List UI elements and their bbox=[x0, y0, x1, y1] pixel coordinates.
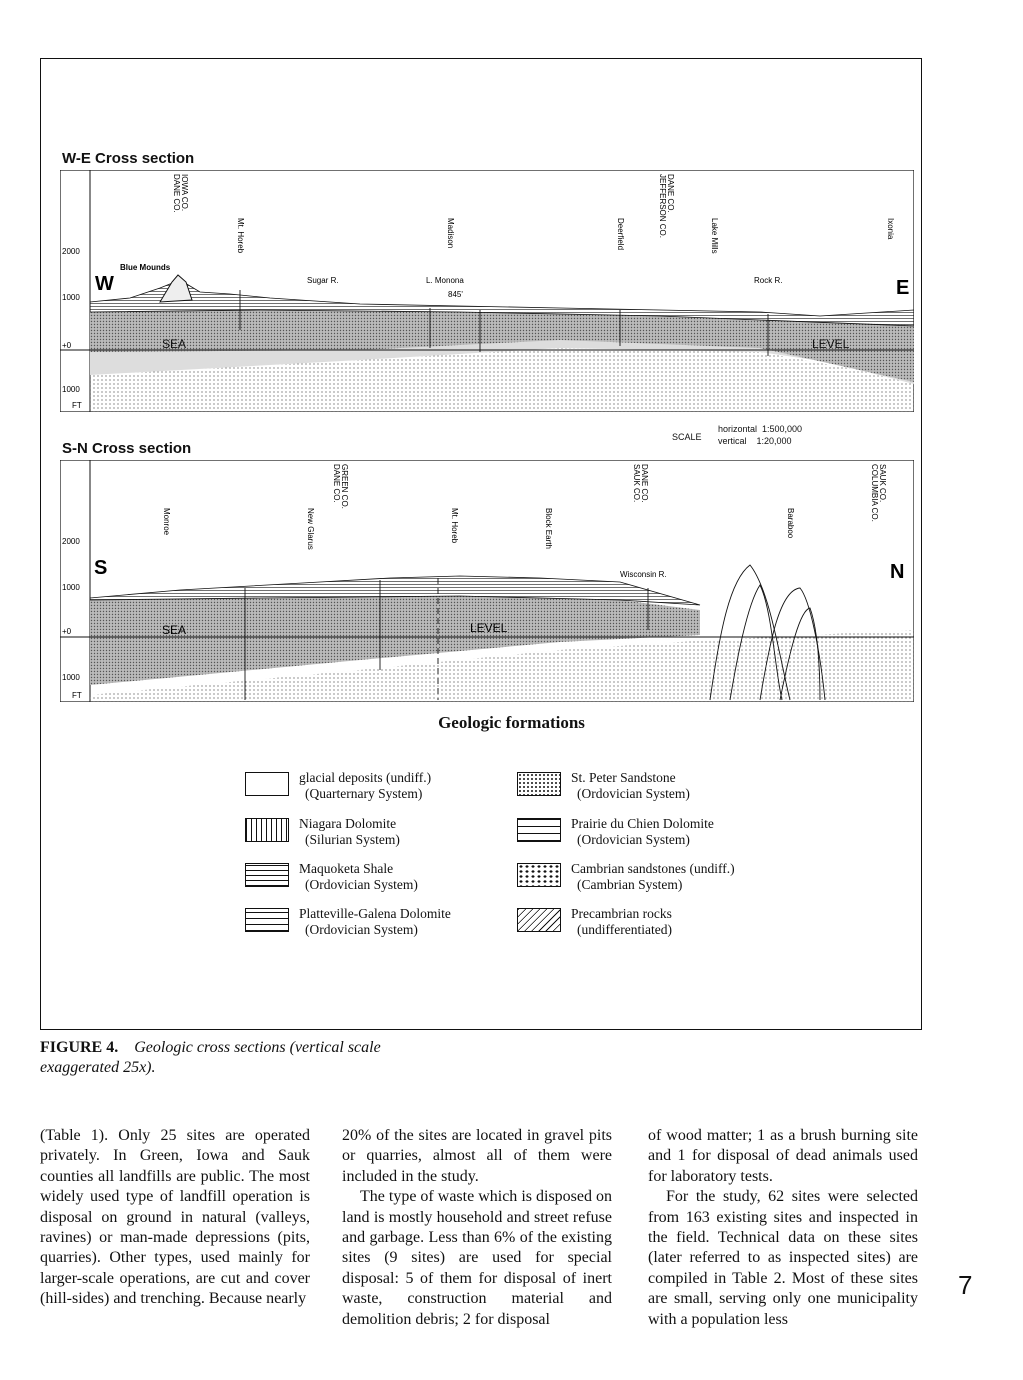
sn-county-6: SAUK CO. bbox=[878, 464, 887, 502]
caption-label: FIGURE 4. bbox=[40, 1039, 118, 1056]
legend-name: Maquoketa Shale bbox=[299, 861, 418, 877]
we-section-title: W-E Cross section bbox=[62, 150, 194, 167]
legend-item: glacial deposits (undiff.)(Quarternary S… bbox=[245, 770, 431, 802]
scale-vertical: vertical 1:20,000 bbox=[718, 436, 792, 446]
legend-system: (undifferentiated) bbox=[571, 922, 672, 938]
place-madison: Madison bbox=[446, 218, 455, 248]
sn-county-4: DANE CO. bbox=[640, 464, 649, 503]
legend-item: Maquoketa Shale(Ordovician System) bbox=[245, 861, 418, 893]
legend-item: Precambrian rocks(undifferentiated) bbox=[517, 906, 672, 938]
level-label: LEVEL bbox=[812, 337, 850, 351]
figure-caption: FIGURE 4. Geologic cross sections (verti… bbox=[40, 1038, 460, 1078]
legend-system: (Ordovician System) bbox=[299, 922, 451, 938]
legend-title: Geologic formations bbox=[0, 713, 1023, 733]
legend-swatch bbox=[517, 818, 561, 842]
place-baraboo: Baraboo bbox=[786, 508, 795, 539]
legend-swatch bbox=[245, 863, 289, 887]
page-number: 7 bbox=[958, 1270, 972, 1301]
scale-horizontal: horizontal 1:500,000 bbox=[718, 424, 802, 434]
sea-label-sn: SEA bbox=[162, 623, 186, 637]
legend-name: Cambrian sandstones (undiff.) bbox=[571, 861, 735, 877]
legend-item: Prairie du Chien Dolomite(Ordovician Sys… bbox=[517, 816, 714, 848]
legend-item: Cambrian sandstones (undiff.)(Cambrian S… bbox=[517, 861, 735, 893]
place-mt-horeb-sn: Mt. Horeb bbox=[450, 508, 459, 544]
sn-axis-2000: 2000 bbox=[62, 537, 80, 546]
sn-axis-ft: FT bbox=[72, 691, 82, 700]
axis-minus1000: 1000 bbox=[62, 385, 80, 394]
wisconsin-river-label: Wisconsin R. bbox=[620, 570, 667, 579]
sn-cross-section: S N Wisconsin R. SEA LEVEL Monroe New Gl… bbox=[60, 460, 914, 702]
axis-ft: FT bbox=[72, 401, 82, 410]
sn-section-title: S-N Cross section bbox=[62, 440, 191, 457]
south-label: S bbox=[94, 557, 107, 579]
county-line-4: DANE CO. bbox=[666, 174, 675, 213]
sn-county-2: GREEN CO. bbox=[340, 464, 349, 509]
north-label: N bbox=[890, 561, 904, 583]
body-column-2: 20% of the sites are located in gravel p… bbox=[342, 1126, 612, 1330]
legend-system: (Silurian System) bbox=[299, 832, 400, 848]
place-mt-horeb: Mt. Horeb bbox=[236, 218, 245, 254]
sn-axis-1000: 1000 bbox=[62, 583, 80, 592]
paragraph: of wood matter; 1 as a brush burning sit… bbox=[648, 1126, 918, 1187]
legend-item: St. Peter Sandstone(Ordovician System) bbox=[517, 770, 690, 802]
place-monroe: Monroe bbox=[162, 508, 171, 536]
legend-swatch bbox=[245, 772, 289, 796]
place-black-earth: Block Earth bbox=[544, 508, 553, 549]
we-cross-section: Blue Mounds W E Sugar R. L. Monona 845' … bbox=[60, 170, 914, 412]
sn-axis-minus1000: 1000 bbox=[62, 673, 80, 682]
legend-swatch bbox=[517, 908, 561, 932]
place-new-glarus: New Glarus bbox=[306, 508, 315, 550]
rock-river-label: Rock R. bbox=[754, 276, 782, 285]
legend-system: (Ordovician System) bbox=[571, 786, 690, 802]
sn-county-3: SAUK CO. bbox=[632, 464, 641, 502]
paragraph: 20% of the sites are located in gravel p… bbox=[342, 1126, 612, 1187]
legend-swatch bbox=[517, 863, 561, 887]
legend-name: glacial deposits (undiff.) bbox=[299, 770, 431, 786]
county-line-2: IOWA CO. bbox=[180, 174, 189, 211]
west-label: W bbox=[95, 273, 114, 295]
paragraph: The type of waste which is disposed on l… bbox=[342, 1187, 612, 1330]
paragraph: For the study, 62 sites were selected fr… bbox=[648, 1187, 918, 1330]
legend-name: St. Peter Sandstone bbox=[571, 770, 690, 786]
scale-label: SCALE bbox=[672, 432, 702, 442]
legend-name: Niagara Dolomite bbox=[299, 816, 400, 832]
lake-monona-label: L. Monona bbox=[426, 276, 464, 285]
legend-swatch bbox=[245, 908, 289, 932]
legend-system: (Cambrian System) bbox=[571, 877, 735, 893]
sea-label: SEA bbox=[162, 337, 186, 351]
legend-system: (Quarternary System) bbox=[299, 786, 431, 802]
legend-item: Niagara Dolomite(Silurian System) bbox=[245, 816, 400, 848]
sn-county-5: COLUMBIA CO. bbox=[870, 464, 879, 522]
legend-name: Platteville-Galena Dolomite bbox=[299, 906, 451, 922]
county-line-3: JEFFERSON CO. bbox=[658, 174, 667, 238]
legend-swatch bbox=[517, 772, 561, 796]
elevation-label: 845' bbox=[448, 290, 463, 299]
body-column-1: (Table 1). Only 25 sites are operated pr… bbox=[40, 1126, 310, 1310]
sn-axis-0: +0 bbox=[62, 627, 72, 636]
level-label-sn: LEVEL bbox=[470, 621, 508, 635]
body-column-3: of wood matter; 1 as a brush burning sit… bbox=[648, 1126, 918, 1330]
legend-system: (Ordovician System) bbox=[299, 877, 418, 893]
east-label: E bbox=[896, 277, 909, 299]
legend-name: Prairie du Chien Dolomite bbox=[571, 816, 714, 832]
sugar-river-label: Sugar R. bbox=[307, 276, 339, 285]
axis-0: +0 bbox=[62, 341, 72, 350]
legend-swatch bbox=[245, 818, 289, 842]
legend-name: Precambrian rocks bbox=[571, 906, 672, 922]
axis-1000: 1000 bbox=[62, 293, 80, 302]
axis-2000: 2000 bbox=[62, 247, 80, 256]
legend-system: (Ordovician System) bbox=[571, 832, 714, 848]
blue-mounds-label: Blue Mounds bbox=[120, 263, 171, 272]
sn-county-1: DANE CO. bbox=[332, 464, 341, 503]
place-ixonia: Ixonia bbox=[886, 218, 895, 240]
paragraph: (Table 1). Only 25 sites are operated pr… bbox=[40, 1126, 310, 1310]
place-lake-mills: Lake Mills bbox=[710, 218, 719, 254]
county-line-1: DANE CO. bbox=[172, 174, 181, 213]
legend-item: Platteville-Galena Dolomite(Ordovician S… bbox=[245, 906, 451, 938]
place-deerfield: Deerfield bbox=[616, 218, 625, 250]
